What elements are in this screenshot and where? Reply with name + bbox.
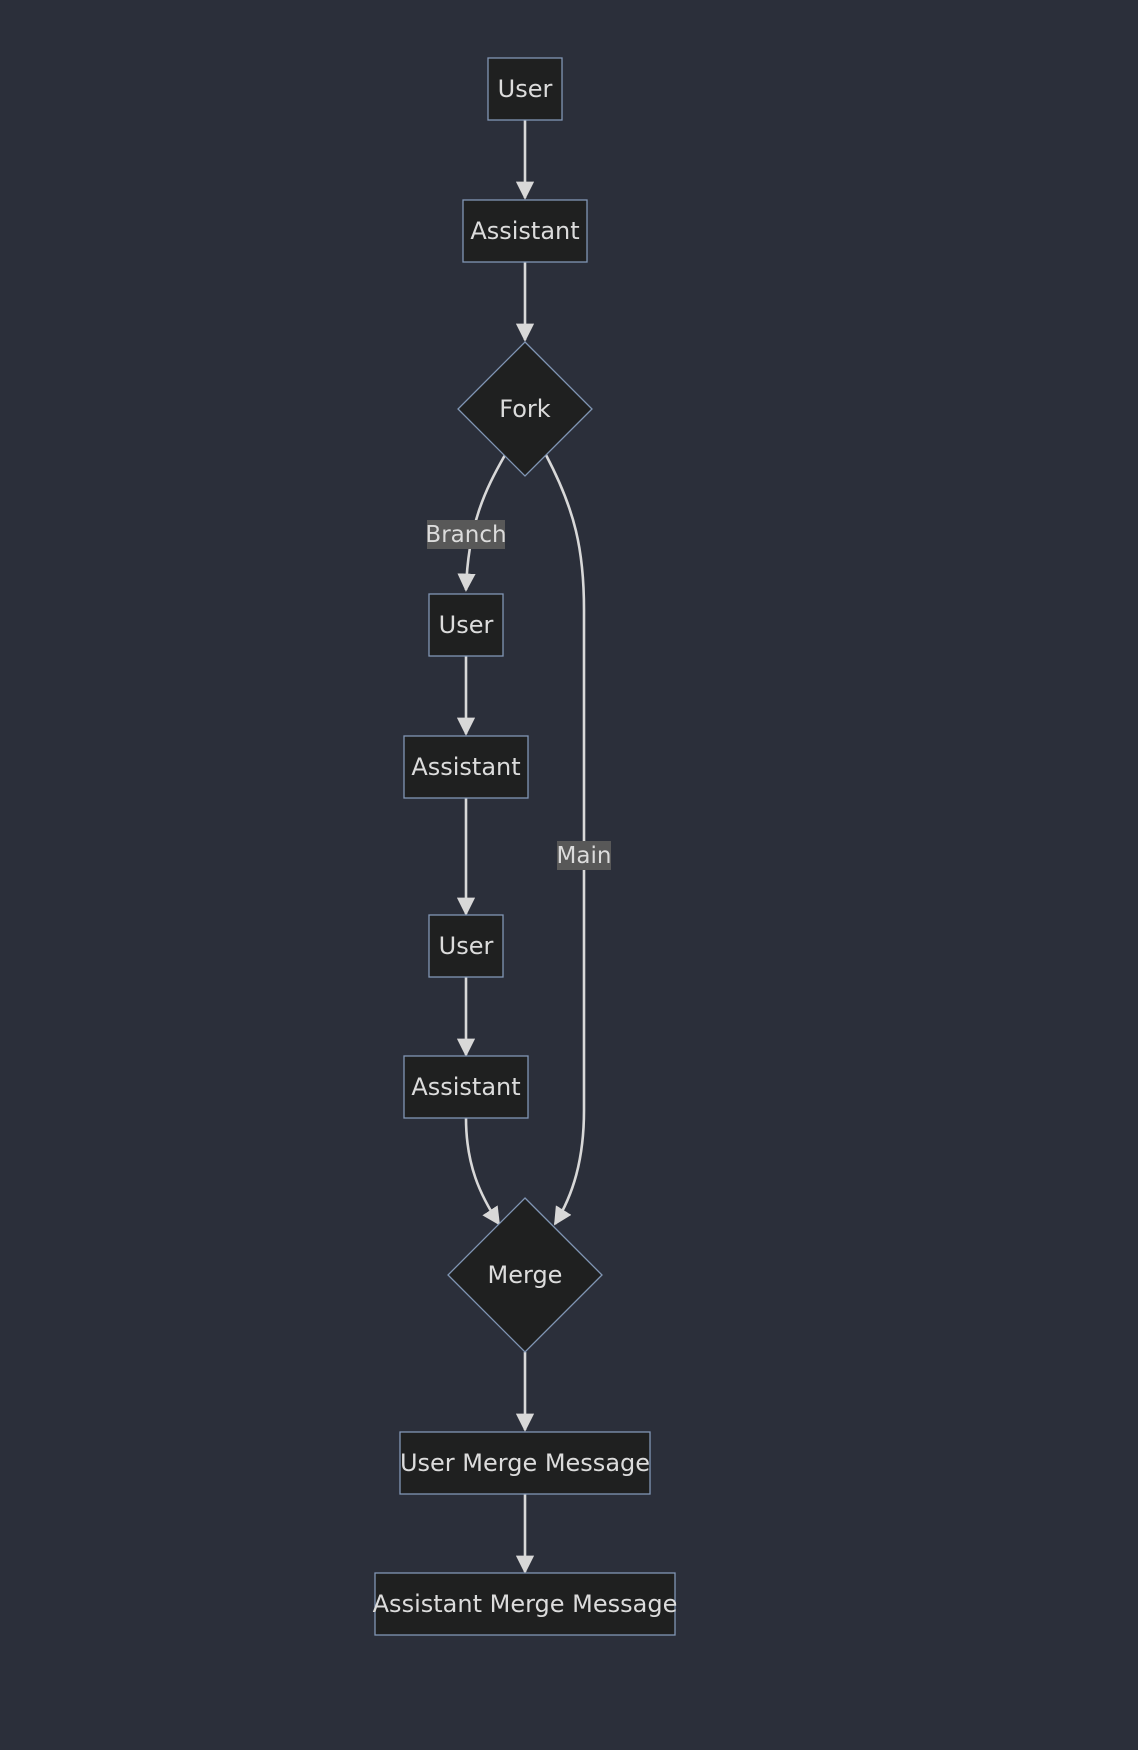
node-assistant-2: Assistant bbox=[403, 735, 529, 799]
node-merge-label: Merge bbox=[488, 1261, 563, 1289]
node-assistant-merge-message: Assistant Merge Message bbox=[373, 1572, 678, 1636]
node-user-merge-message: User Merge Message bbox=[399, 1431, 651, 1495]
node-user-1: User bbox=[487, 57, 563, 121]
edge-label-branch-text: Branch bbox=[425, 522, 506, 548]
node-user-merge-message-label: User Merge Message bbox=[400, 1449, 650, 1477]
node-fork-label: Fork bbox=[499, 395, 551, 423]
node-user-1-label: User bbox=[498, 75, 553, 103]
node-assistant-1: Assistant bbox=[462, 199, 588, 263]
node-fork: Fork bbox=[457, 341, 593, 477]
node-user-2-label: User bbox=[439, 611, 494, 639]
edge-label-branch: Branch bbox=[425, 520, 507, 549]
edge-label-main-text: Main bbox=[557, 843, 612, 869]
node-assistant-1-label: Assistant bbox=[470, 217, 579, 245]
node-assistant-merge-message-label: Assistant Merge Message bbox=[373, 1590, 678, 1618]
edge-label-main: Main bbox=[557, 841, 612, 870]
edge-fork-branch bbox=[457, 454, 507, 592]
node-user-3-label: User bbox=[439, 932, 494, 960]
node-merge: Merge bbox=[447, 1197, 603, 1353]
node-assistant-3: Assistant bbox=[403, 1055, 529, 1119]
edge-assistant3-to-merge bbox=[464, 1117, 501, 1226]
node-user-2: User bbox=[428, 593, 504, 657]
edge-fork-main bbox=[544, 454, 586, 1226]
node-user-3: User bbox=[428, 914, 504, 978]
node-assistant-3-label: Assistant bbox=[411, 1073, 520, 1101]
node-assistant-2-label: Assistant bbox=[411, 753, 520, 781]
